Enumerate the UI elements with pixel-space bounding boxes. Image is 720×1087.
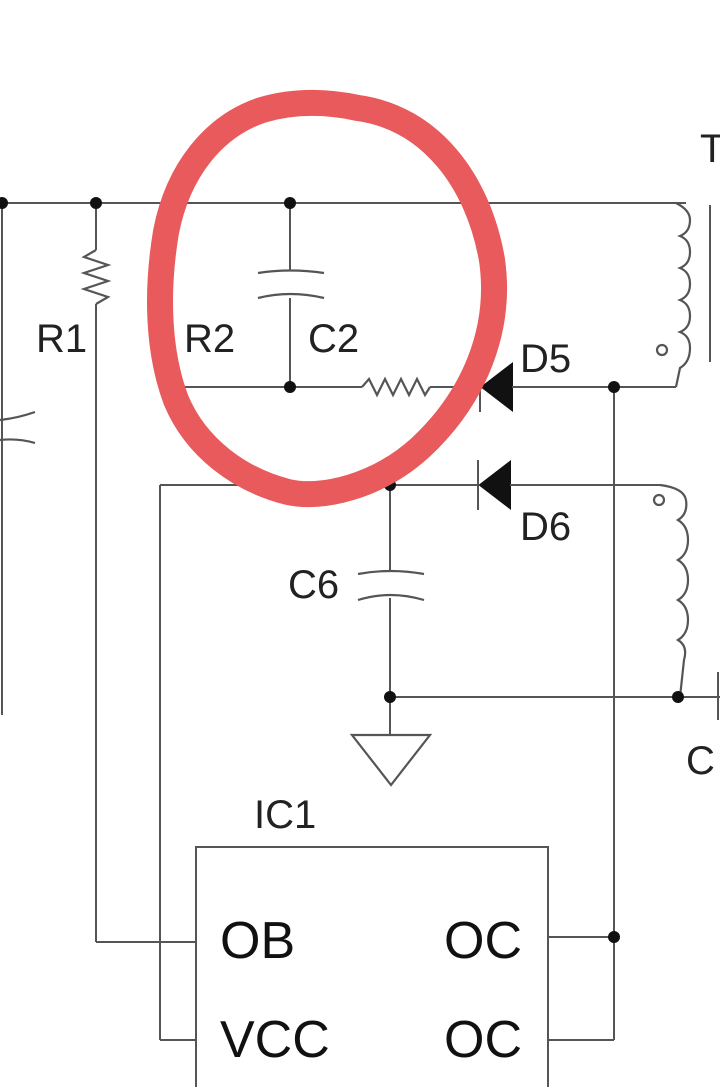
transformer-secondary	[390, 483, 720, 720]
capacitor-c2	[257, 203, 325, 387]
vcc-feed	[159, 485, 196, 1041]
pin-oc-bottom: OC	[444, 1011, 522, 1069]
ic1-chip	[195, 846, 549, 1087]
junction-dot	[608, 381, 620, 393]
capacitor-c6	[357, 485, 425, 697]
label-r1: R1	[36, 317, 87, 361]
pin-oc-top: OC	[444, 912, 522, 970]
highlight-circle-annotation	[147, 90, 507, 508]
junction-dot	[90, 197, 102, 209]
diode-d5	[479, 361, 676, 413]
junction-dot	[0, 197, 8, 209]
left-capacitor-fragment	[0, 203, 36, 715]
junction-dot	[284, 381, 296, 393]
junction-dots	[0, 197, 684, 943]
junction-dot	[284, 197, 296, 209]
label-c6: C6	[288, 563, 339, 607]
label-t: T	[700, 127, 720, 171]
transformer-primary	[655, 202, 711, 388]
resistor-r1	[80, 203, 196, 943]
ground-symbol	[349, 697, 433, 787]
junction-dot	[672, 691, 684, 703]
label-ic1: IC1	[254, 793, 316, 837]
junction-dot	[608, 931, 620, 943]
pin-vcc: VCC	[220, 1011, 330, 1069]
label-d6: D6	[520, 505, 571, 549]
junction-dot	[384, 691, 396, 703]
label-d5: D5	[520, 337, 571, 381]
label-r2: R2	[184, 317, 235, 361]
label-c2: C2	[308, 317, 359, 361]
label-c-edge: C	[686, 739, 715, 783]
pin-ob: OB	[220, 912, 295, 970]
